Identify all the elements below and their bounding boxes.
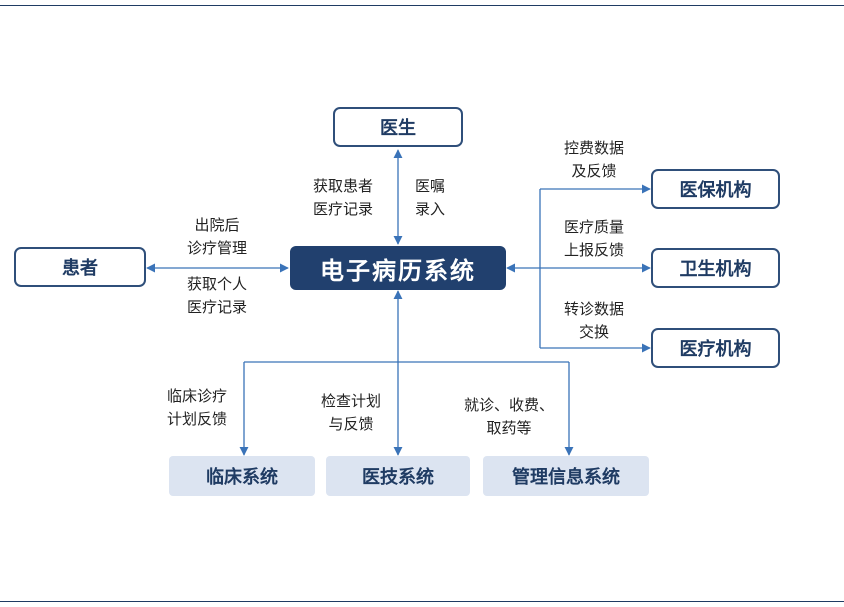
label-health: 医疗质量 上报反馈 (548, 216, 640, 262)
label-mis: 就诊、收费、 取药等 (450, 394, 568, 440)
node-patient: 患者 (14, 247, 146, 287)
label-line: 获取个人 (186, 275, 247, 293)
label-line: 医疗质量 (563, 218, 624, 236)
label-line: 转诊数据 (563, 300, 624, 318)
label-line: 交换 (578, 323, 609, 341)
label-line: 与反馈 (328, 415, 374, 433)
label-doctor-order: 医嘱 录入 (406, 175, 454, 221)
node-insurance: 医保机构 (651, 169, 780, 209)
node-doctor: 医生 (333, 107, 463, 147)
label-line: 诊疗管理 (186, 239, 247, 257)
label-clinical: 临床诊疗 计划反馈 (152, 385, 242, 431)
label-line: 医嘱 (414, 177, 445, 195)
node-health: 卫生机构 (651, 248, 780, 288)
label-patient-out: 出院后 诊疗管理 (170, 214, 264, 260)
node-clinical: 临床系统 (169, 456, 315, 496)
node-mis: 管理信息系统 (483, 456, 649, 496)
top-rule (0, 5, 844, 6)
label-line: 及反馈 (571, 162, 617, 180)
label-line: 就诊、收费、 (463, 396, 554, 414)
label-insurance: 控费数据 及反馈 (548, 137, 640, 183)
label-line: 取药等 (486, 419, 532, 437)
label-line: 出院后 (194, 216, 240, 234)
label-line: 上报反馈 (563, 241, 624, 259)
label-line: 录入 (414, 200, 445, 218)
label-line: 检查计划 (320, 392, 381, 410)
label-line: 医疗记录 (312, 200, 373, 218)
label-medical: 转诊数据 交换 (548, 298, 640, 344)
node-center: 电子病历系统 (290, 246, 506, 290)
node-tech: 医技系统 (326, 456, 470, 496)
label-line: 临床诊疗 (166, 387, 227, 405)
label-line: 控费数据 (563, 139, 624, 157)
label-doctor-get: 获取患者 医疗记录 (300, 175, 386, 221)
label-patient-get: 获取个人 医疗记录 (170, 273, 264, 319)
node-medical: 医疗机构 (651, 328, 780, 368)
label-tech: 检查计划 与反馈 (306, 390, 396, 436)
label-line: 获取患者 (312, 177, 373, 195)
label-line: 计划反馈 (166, 410, 227, 428)
bottom-rule (0, 601, 844, 602)
label-line: 医疗记录 (186, 298, 247, 316)
